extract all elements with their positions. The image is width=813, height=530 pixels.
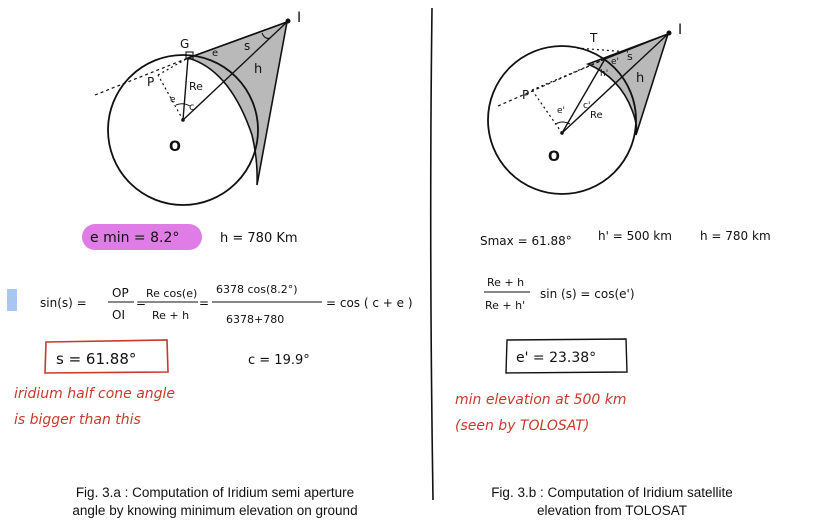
right-line-op (531, 89, 563, 134)
right-note-line2: (seen by TOLOSAT) (455, 418, 589, 434)
caption-right: Fig. 3.b : Computation of Iridium satell… (452, 484, 772, 520)
right-line-oi (561, 33, 669, 134)
ep-result: e' = 23.38° (516, 350, 596, 366)
right-note-line1: min elevation at 500 km (455, 392, 627, 408)
left-shaded-region (185, 20, 289, 186)
right-horizon-line (497, 58, 606, 107)
right-label-t: T (589, 31, 598, 45)
right-label-ep: e' (611, 57, 619, 67)
left-note-line1: iridium half cone angle (14, 386, 175, 402)
right-diagram: T I P O Re h h' s e' c' e' Smax = 61.88°… (455, 22, 771, 434)
eq-eq-2: = (199, 296, 209, 310)
left-line-gi (187, 21, 288, 59)
right-shaded-region (585, 32, 670, 136)
frac3-den: 6378+780 (226, 313, 284, 326)
c-result: c = 19.9° (248, 353, 310, 368)
frac2-den: Re + h (152, 309, 189, 322)
right-point-o (560, 131, 564, 135)
left-label-s: s (244, 39, 250, 53)
eq-rhs: = cos ( c + e ) (326, 296, 413, 310)
frac1-num: OP (112, 286, 129, 300)
left-line-op (157, 74, 184, 121)
right-label-re: Re (590, 110, 603, 121)
divider-line (429, 7, 434, 501)
smax-text: Smax = 61.88° (480, 234, 572, 248)
left-note-line2: is bigger than this (14, 412, 141, 428)
right-label-i: I (678, 22, 682, 38)
right-frac-den: Re + h' (485, 299, 525, 312)
left-point-o (181, 118, 185, 122)
frac2-num: Re cos(e) (146, 287, 197, 300)
eq-lhs: sin(s) = (40, 296, 87, 310)
right-hp-value: h' = 500 km (598, 229, 672, 243)
caption-right-line2: elevation from TOLOSAT (536, 503, 688, 518)
left-line-pg (157, 57, 189, 76)
caption-right-line1: Fig. 3.b : Computation of Iridium satell… (491, 485, 733, 500)
s-result: s = 61.88° (56, 350, 136, 368)
left-right-angle (185, 51, 194, 60)
right-label-h: h (636, 71, 644, 86)
left-label-re: Re (189, 80, 203, 93)
right-label-p: P (522, 88, 529, 102)
right-line-ot (561, 58, 606, 134)
left-diagram: G I P O Re h s e c e e min = 8.2° h = 78… (14, 10, 413, 428)
right-frac-num: Re + h (487, 276, 524, 289)
left-line-og (182, 57, 189, 121)
left-label-e-small: e (170, 95, 176, 105)
right-angle-arc (555, 121, 571, 125)
right-line-pt (531, 58, 606, 91)
caption-left-line1: Fig. 3.a : Computation of Iridium semi a… (75, 485, 355, 500)
left-label-i: I (297, 10, 301, 26)
right-label-ep-small: e' (557, 106, 565, 116)
right-earth-circle (487, 45, 637, 195)
right-line-tt (576, 47, 629, 53)
caption-left-line2: angle by knowing minimum elevation on gr… (72, 503, 358, 518)
left-label-e: e (212, 48, 218, 59)
right-line-ti (604, 33, 669, 60)
left-h-value: h = 780 Km (220, 231, 298, 246)
eq-eq: = (136, 296, 146, 310)
left-label-g: G (180, 37, 189, 51)
left-label-h: h (254, 62, 262, 77)
right-label-cp: c' (583, 101, 590, 111)
left-label-p: P (147, 75, 154, 89)
left-angle-s-arc (261, 32, 271, 39)
right-label-hp: h' (600, 69, 608, 79)
left-horizon-line (94, 57, 189, 96)
frac1-den: OI (112, 308, 125, 322)
left-point-i (285, 18, 291, 24)
s-result-box (44, 339, 169, 374)
right-label-o: O (548, 149, 560, 165)
right-point-i (666, 30, 672, 36)
left-label-o: O (169, 139, 181, 155)
right-h-value: h = 780 km (700, 229, 771, 243)
left-earth-circle (107, 54, 259, 206)
left-label-c: c (189, 102, 195, 113)
right-eq-rhs: sin (s) = cos(e') (540, 287, 635, 301)
ep-result-box (505, 338, 628, 374)
emin-highlight (82, 224, 202, 250)
left-angle-arc (175, 103, 191, 107)
frac3-num: 6378 cos(8.2°) (216, 283, 298, 296)
right-label-s: s (627, 50, 633, 63)
caption-left: Fig. 3.a : Computation of Iridium semi a… (30, 484, 400, 520)
selection-marker (7, 289, 17, 311)
emin-text: e min = 8.2° (90, 230, 179, 246)
